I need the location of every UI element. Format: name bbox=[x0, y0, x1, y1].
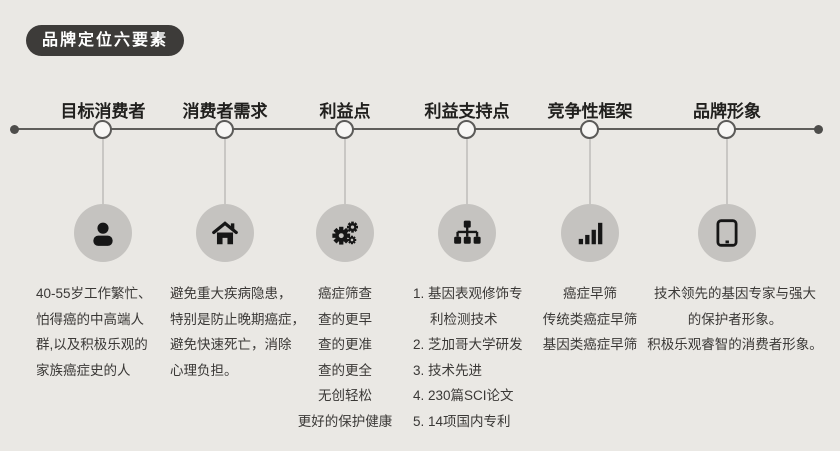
body-line: 家族癌症史的人 bbox=[36, 362, 131, 378]
body-line: 怕得癌的中高端人 bbox=[36, 311, 144, 327]
connector-line bbox=[224, 139, 226, 204]
body-line: 基因类癌症早筛 bbox=[542, 337, 638, 353]
timeline-node bbox=[93, 120, 112, 139]
column-body-benefit-support: 1. 基因表观修饰专 利检测技术 2. 芝加哥大学研发 3. 技术先进 4. 2… bbox=[413, 281, 539, 435]
body-line: 心理负担。 bbox=[170, 362, 238, 378]
column-body-consumer-need: 避免重大疾病隐患， 特别是防止晚期癌症， 避免快速死亡，消除 心理负担。 bbox=[170, 281, 320, 383]
timeline-node bbox=[457, 120, 476, 139]
gears-icon bbox=[316, 204, 374, 262]
timeline-axis bbox=[14, 128, 820, 130]
timeline-start-dot bbox=[10, 125, 19, 134]
column-heading-benefit: 利益点 bbox=[319, 102, 371, 121]
connector-line bbox=[344, 139, 346, 204]
user-icon bbox=[74, 204, 132, 262]
connector-line bbox=[102, 139, 104, 204]
column-heading-benefit-support: 利益支持点 bbox=[424, 102, 510, 121]
body-line: 1. 基因表观修饰专 bbox=[413, 286, 523, 301]
body-line: 技术领先的基因专家与强大 bbox=[654, 286, 816, 301]
timeline-node bbox=[580, 120, 599, 139]
column-heading-target-consumer: 目标消费者 bbox=[60, 102, 146, 121]
body-line: 40-55岁工作繁忙、 bbox=[36, 286, 152, 301]
connector-line bbox=[726, 139, 728, 204]
timeline-end-dot bbox=[814, 125, 823, 134]
column-body-brand-image: 技术领先的基因专家与强大 的保护者形象。 积极乐观睿智的消费者形象。 bbox=[641, 281, 829, 358]
body-line: 避免快速死亡，消除 bbox=[170, 337, 292, 353]
bar-chart-icon bbox=[561, 204, 619, 262]
body-line: 4. 230篇SCI论文 bbox=[413, 388, 514, 404]
body-line: 2. 芝加哥大学研发 bbox=[413, 337, 523, 353]
column-body-target-consumer: 40-55岁工作繁忙、 怕得癌的中高端人 群,以及积极乐观的 家族癌症史的人 bbox=[36, 281, 174, 383]
connector-line bbox=[466, 139, 468, 204]
body-line: 的保护者形象。 bbox=[687, 311, 783, 327]
sitemap-icon bbox=[438, 204, 496, 262]
body-line: 避免重大疾病隐患， bbox=[170, 286, 292, 301]
column-body-competitive-frame: 癌症早筛 传统类癌症早筛 基因类癌症早筛 bbox=[515, 281, 665, 358]
tablet-icon bbox=[698, 204, 756, 262]
body-line: 查的更准 bbox=[318, 337, 372, 353]
column-heading-competitive-frame: 竞争性框架 bbox=[547, 102, 633, 121]
body-line: 癌症筛查 bbox=[318, 286, 372, 301]
home-icon bbox=[196, 204, 254, 262]
body-line: 无创轻松 bbox=[318, 388, 372, 404]
column-heading-brand-image: 品牌形象 bbox=[693, 102, 761, 121]
body-line: 积极乐观睿智的消费者形象。 bbox=[647, 337, 823, 353]
timeline-node bbox=[335, 120, 354, 139]
body-line: 特别是防止晚期癌症， bbox=[170, 311, 305, 327]
body-line: 查的更早 bbox=[318, 311, 372, 327]
connector-line bbox=[589, 139, 591, 204]
body-line: 癌症早筛 bbox=[563, 286, 617, 301]
body-line: 更好的保护健康 bbox=[297, 413, 393, 429]
body-line: 5. 14项国内专利 bbox=[413, 413, 511, 429]
body-line: 传统类癌症早筛 bbox=[542, 311, 638, 327]
timeline-node bbox=[215, 120, 234, 139]
body-line: 查的更全 bbox=[318, 362, 372, 378]
title-badge: 品牌定位六要素 bbox=[26, 25, 185, 56]
column-heading-consumer-need: 消费者需求 bbox=[182, 102, 268, 121]
column-body-benefit: 癌症筛查 查的更早 查的更准 查的更全 无创轻松 更好的保护健康 bbox=[280, 281, 410, 435]
body-line: 3. 技术先进 bbox=[413, 362, 483, 378]
body-line: 群,以及积极乐观的 bbox=[36, 337, 148, 353]
body-line: 利检测技术 bbox=[430, 311, 498, 327]
timeline-node bbox=[717, 120, 736, 139]
